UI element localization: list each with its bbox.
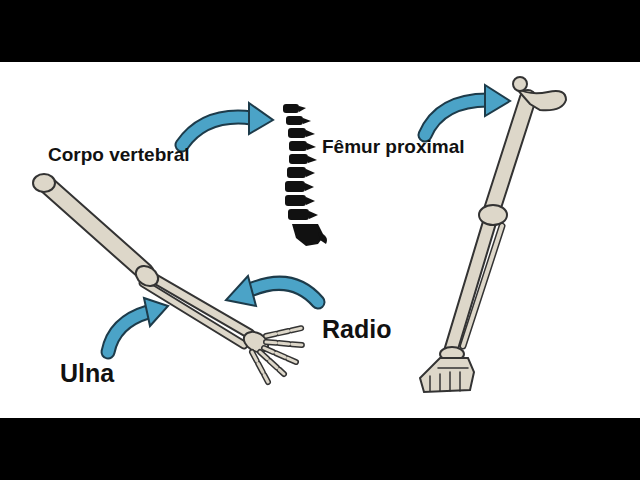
spine	[283, 104, 327, 246]
leg-bones	[420, 77, 566, 392]
arm-bones	[33, 174, 302, 382]
letterbox-bar	[0, 418, 640, 480]
bone-label: Radio	[322, 316, 391, 344]
bone-label: Corpo vertebral	[48, 145, 189, 166]
bone-label: Ulna	[60, 360, 114, 388]
pointer-arrows	[108, 85, 510, 352]
bone-label: Fêmur proximal	[322, 137, 465, 158]
letterbox-bar	[0, 0, 640, 62]
